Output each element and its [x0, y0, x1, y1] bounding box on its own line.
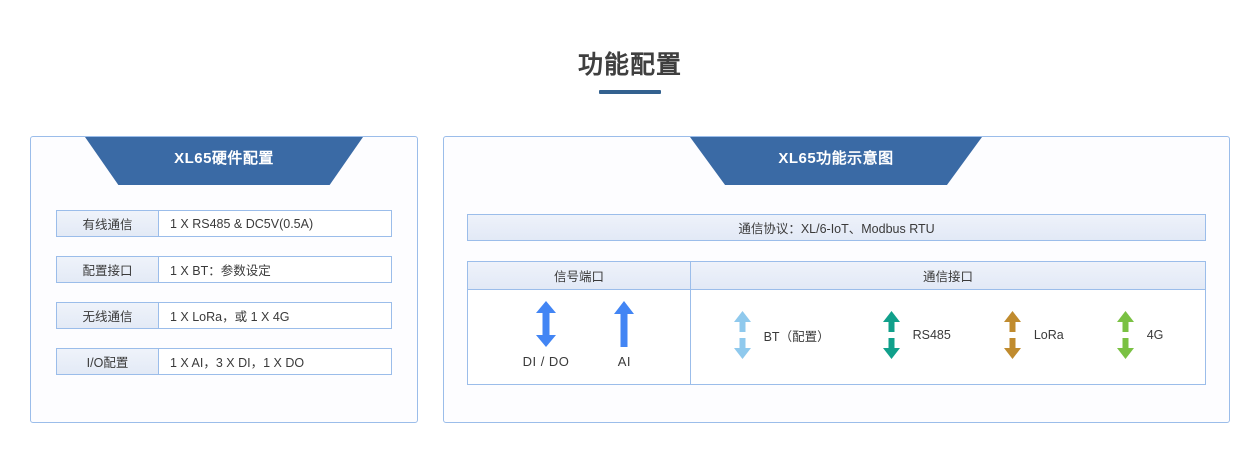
- spec-label-config-interface: 配置接口: [56, 256, 159, 283]
- signal-port-item-ai: AI: [613, 301, 635, 369]
- spec-label-wired-comm: 有线通信: [56, 210, 159, 237]
- spec-label-io-config: I/O配置: [56, 348, 159, 375]
- comm-interface-item-rs485: RS485: [882, 311, 951, 359]
- hardware-spec-list: 有线通信 1 X RS485 & DC5V(0.5A) 配置接口 1 X BT：…: [56, 210, 392, 375]
- right-panel-banner: XL65功能示意图: [690, 137, 982, 185]
- signal-port-item-di-do: DI / DO: [523, 301, 570, 369]
- page-title: 功能配置: [577, 51, 682, 79]
- spec-value-wired-comm: 1 X RS485 & DC5V(0.5A): [159, 210, 392, 237]
- port-diagram-body-row: DI / DO AI: [468, 290, 1205, 384]
- comm-interface-label-4g: 4G: [1146, 328, 1164, 342]
- comm-interface-item-4g: 4G: [1116, 311, 1164, 359]
- port-diagram-table: 信号端口 通信接口 DI / DO: [467, 261, 1206, 385]
- comm-interface-label-rs485: RS485: [912, 328, 951, 342]
- signal-port-label-ai: AI: [617, 354, 632, 369]
- port-diagram-header-row: 信号端口 通信接口: [468, 262, 1205, 290]
- table-row: 有线通信 1 X RS485 & DC5V(0.5A): [56, 210, 392, 237]
- table-row: 无线通信 1 X LoRa，或 1 X 4G: [56, 302, 392, 329]
- bidirectional-arrow-icon: [1116, 311, 1135, 359]
- comm-interface-label-lora: LoRa: [1033, 328, 1064, 342]
- bidirectional-arrow-icon: [1003, 311, 1022, 359]
- comm-interface-cell: BT（配置） RS485: [691, 290, 1205, 384]
- spec-value-io-config: 1 X AI，3 X DI，1 X DO: [159, 348, 392, 375]
- table-row: 配置接口 1 X BT：参数设定: [56, 256, 392, 283]
- column-header-signal-port: 信号端口: [468, 262, 691, 289]
- left-panel-banner: XL65硬件配置: [85, 137, 363, 185]
- signal-port-label-di-do: DI / DO: [522, 354, 570, 369]
- comm-interface-item-bt: BT（配置）: [733, 311, 830, 359]
- comm-interface-label-bt: BT（配置）: [763, 329, 830, 344]
- up-arrow-icon: [613, 301, 635, 347]
- bidirectional-arrow-icon: [733, 311, 752, 359]
- bidirectional-arrow-icon: [882, 311, 901, 359]
- spec-value-config-interface: 1 X BT：参数设定: [159, 256, 392, 283]
- bidirectional-arrow-icon: [535, 301, 557, 347]
- comm-interface-item-lora: LoRa: [1003, 311, 1064, 359]
- table-row: I/O配置 1 X AI，3 X DI，1 X DO: [56, 348, 392, 375]
- protocol-bar: 通信协议：XL/6-IoT、Modbus RTU: [467, 214, 1206, 241]
- hardware-configuration-panel: XL65硬件配置 有线通信 1 X RS485 & DC5V(0.5A) 配置接…: [30, 136, 418, 423]
- signal-port-cell: DI / DO AI: [468, 290, 691, 384]
- column-header-comm-interface: 通信接口: [922, 270, 973, 284]
- page-title-block: 功能配置: [0, 50, 1260, 94]
- title-underline: [599, 90, 661, 94]
- function-diagram-panel: XL65功能示意图 通信协议：XL/6-IoT、Modbus RTU 信号端口 …: [443, 136, 1230, 423]
- spec-value-wireless-comm: 1 X LoRa，或 1 X 4G: [159, 302, 392, 329]
- spec-label-wireless-comm: 无线通信: [56, 302, 159, 329]
